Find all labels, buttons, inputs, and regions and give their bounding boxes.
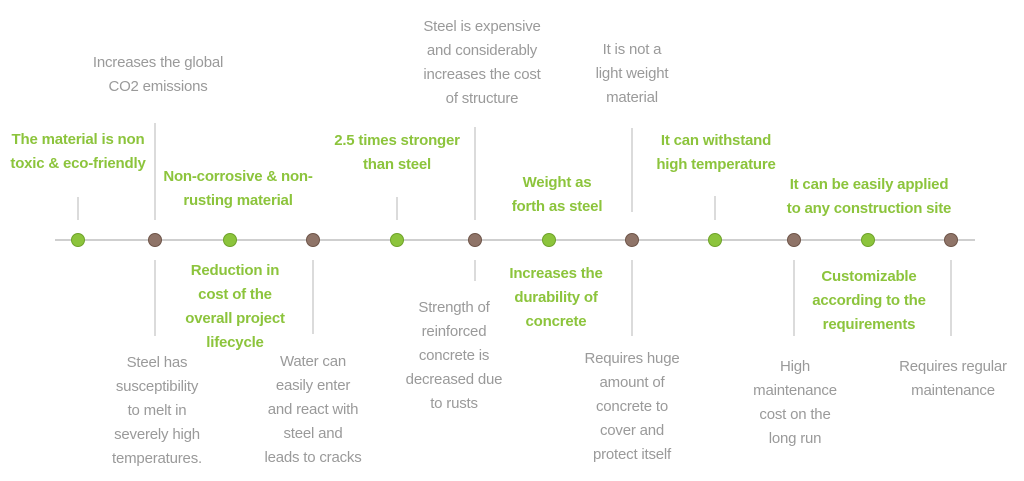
label-line: durability of bbox=[514, 289, 598, 306]
label-line: Steel has bbox=[126, 354, 188, 371]
label-line: Weight as bbox=[522, 174, 592, 191]
timeline-dots bbox=[71, 233, 958, 247]
timeline-dot-11-green bbox=[861, 233, 875, 247]
label-line: forth as steel bbox=[511, 198, 603, 215]
label-line: Water can bbox=[279, 353, 347, 370]
timeline-dot-10-brown bbox=[787, 233, 801, 247]
label-line: overall project bbox=[185, 310, 285, 327]
label-line: Strength of bbox=[418, 299, 490, 316]
label-l3: Non-corrosive & non-rusting material bbox=[163, 165, 313, 213]
label-l1: The material is non toxic & eco-friendly bbox=[10, 128, 145, 176]
label-line: 2.5 times stronger bbox=[334, 132, 460, 149]
label-line: cover and bbox=[599, 422, 665, 439]
label-line: toxic & eco-friendly bbox=[10, 155, 146, 172]
timeline-dot-12-brown bbox=[944, 233, 958, 247]
label-l4: 2.5 times stronger than steel bbox=[334, 129, 460, 177]
label-line: of structure bbox=[445, 90, 519, 107]
label-line: The material is non bbox=[11, 131, 145, 148]
label-line: to rusts bbox=[430, 395, 478, 412]
label-line: increases the cost bbox=[423, 66, 541, 83]
label-l9: It can be easily applied to any construct… bbox=[786, 173, 952, 221]
label-line: protect itself bbox=[592, 446, 672, 463]
label-line: reinforced bbox=[421, 323, 487, 340]
timeline-dot-4-brown bbox=[306, 233, 320, 247]
label-line: concrete to bbox=[595, 398, 668, 415]
label-line: and react with bbox=[267, 401, 359, 418]
label-line: Requires huge bbox=[584, 350, 680, 367]
label-line: decreased due bbox=[405, 371, 503, 388]
label-line: concrete bbox=[525, 313, 587, 330]
label-line: It can be easily applied bbox=[789, 176, 949, 193]
label-line: Increases the bbox=[509, 265, 603, 282]
label-line: Requires regular bbox=[899, 358, 1007, 375]
label-l11: Steel has susceptibility to melt in severel… bbox=[112, 351, 202, 471]
label-line: Steel is expensive bbox=[423, 18, 541, 35]
timeline-dot-1-green bbox=[71, 233, 85, 247]
label-l17: High maintenance cost on the long run bbox=[753, 355, 837, 451]
label-l7: It is not a light weight material bbox=[596, 38, 669, 110]
label-line: Customizable bbox=[821, 268, 917, 285]
label-line: It is not a bbox=[602, 41, 662, 58]
label-line: easily enter bbox=[275, 377, 351, 394]
timeline-dot-5-green bbox=[390, 233, 404, 247]
label-line: High bbox=[779, 358, 811, 375]
label-line: temperatures. bbox=[112, 450, 202, 467]
label-l12: Water can easily enter and react with steel… bbox=[264, 350, 361, 470]
label-line: lifecycle bbox=[206, 334, 264, 351]
label-line: cost of the bbox=[198, 286, 272, 303]
label-line: leads to cracks bbox=[264, 449, 362, 466]
label-line: It can withstand bbox=[660, 132, 772, 149]
timeline-dot-8-brown bbox=[625, 233, 639, 247]
label-line: amount of bbox=[599, 374, 665, 391]
connector-lines bbox=[77, 123, 952, 336]
label-l8: It can withstand high temperature bbox=[656, 129, 776, 177]
label-l18: Requires regular maintenance bbox=[899, 355, 1007, 403]
label-line: to any construction site bbox=[786, 200, 952, 217]
label-line: to melt in bbox=[127, 402, 187, 419]
label-line: severely high bbox=[114, 426, 200, 443]
label-line: Increases the global bbox=[92, 54, 224, 71]
label-l15: Requires huge amount of concrete to cover a… bbox=[585, 347, 680, 467]
label-line: and considerably bbox=[426, 42, 538, 59]
label-l16: Customizable according to the requirements bbox=[812, 265, 926, 337]
timeline-dot-7-green bbox=[542, 233, 556, 247]
label-l13: Strength of reinforced concrete is decrease… bbox=[406, 296, 503, 416]
label-l6: Weight as forth as steel bbox=[512, 171, 603, 219]
label-line: according to the bbox=[812, 292, 926, 309]
label-line: maintenance bbox=[753, 382, 837, 399]
label-line: Reduction in bbox=[190, 262, 280, 279]
label-line: long run bbox=[768, 430, 822, 447]
label-line: Non-corrosive & non- bbox=[163, 168, 313, 185]
label-line: susceptibility bbox=[115, 378, 199, 395]
label-line: concrete is bbox=[418, 347, 490, 364]
label-line: requirements bbox=[822, 316, 916, 333]
timeline-dot-2-brown bbox=[148, 233, 162, 247]
label-l5: Steel is expensive and considerably increa… bbox=[423, 15, 541, 111]
label-line: steel and bbox=[283, 425, 343, 442]
timeline-dot-6-brown bbox=[468, 233, 482, 247]
label-line: maintenance bbox=[911, 382, 995, 399]
label-line: CO2 emissions bbox=[108, 78, 208, 95]
timeline-dot-3-green bbox=[223, 233, 237, 247]
label-line: light weight bbox=[595, 65, 669, 82]
label-l14: Increases the durability of concrete bbox=[509, 262, 602, 334]
label-line: rusting material bbox=[183, 192, 293, 209]
label-line: than steel bbox=[362, 156, 432, 173]
label-line: cost on the bbox=[759, 406, 831, 423]
label-line: material bbox=[606, 89, 658, 106]
label-line: high temperature bbox=[656, 156, 776, 173]
timeline-dot-9-green bbox=[708, 233, 722, 247]
label-l10: Reduction in cost of the overall project li… bbox=[185, 259, 285, 355]
